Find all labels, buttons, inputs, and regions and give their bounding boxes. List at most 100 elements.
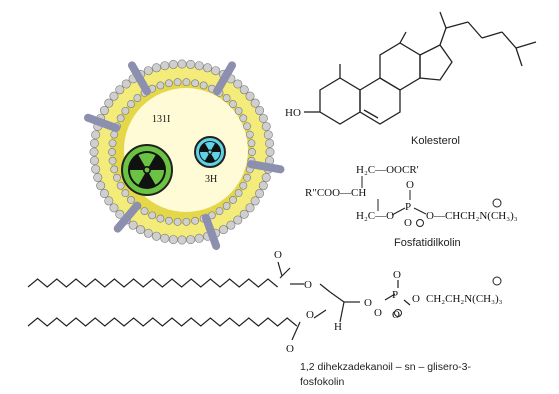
membrane-protein	[246, 160, 285, 174]
lipid-head	[116, 181, 125, 190]
lipid-head	[229, 100, 237, 108]
lipid-head	[109, 203, 119, 213]
lipid-head	[186, 59, 196, 69]
lipid-head	[250, 98, 260, 108]
lipid-head	[108, 156, 117, 165]
lipid-head	[245, 91, 255, 101]
lipid-head	[136, 225, 146, 235]
lipid-head	[222, 94, 231, 102]
phosphatidylcholine-structure: H₂C—OOCR' R"COO—CH H₂C—O P O O O—CHCH₂N(…	[305, 164, 518, 229]
lipid-head	[116, 114, 125, 123]
cholesterol-name: Kolesterol	[411, 135, 460, 147]
svg-text:P: P	[405, 201, 411, 213]
lipid-head	[91, 130, 101, 140]
lipid-head	[247, 139, 256, 148]
membrane-protein	[128, 61, 151, 96]
lipid-head	[182, 217, 191, 226]
lipid-head	[140, 207, 149, 216]
lipid-head	[255, 188, 265, 198]
lipid-head	[128, 220, 138, 230]
lipid-head	[168, 59, 178, 69]
lipid-head	[218, 225, 228, 235]
lipid-head	[151, 231, 161, 241]
lipid-head	[203, 63, 213, 73]
svg-text:O: O	[374, 307, 382, 319]
lipid-head	[239, 114, 248, 123]
lipid-head	[243, 122, 251, 131]
svg-text:O: O	[274, 249, 282, 261]
membrane-protein	[113, 201, 142, 233]
membrane-proteins	[84, 61, 285, 250]
lipid-head	[194, 233, 204, 243]
lipid-head	[113, 173, 121, 182]
trefoil-blade	[138, 153, 156, 167]
lipid-head	[115, 85, 125, 95]
lipid-head	[148, 211, 157, 220]
membrane-protein	[201, 213, 221, 250]
lipid-head	[108, 148, 116, 156]
dhpc-name-line2: fosfokolin	[300, 376, 345, 388]
lipid-head	[182, 78, 191, 87]
lipid-head	[234, 189, 243, 198]
membrane-protein	[84, 113, 121, 133]
lipid-head	[93, 173, 103, 183]
svg-text:O: O	[304, 279, 312, 291]
trefoil-blade	[149, 170, 164, 185]
lipid-head	[99, 106, 109, 116]
lipid-head	[156, 81, 165, 90]
lipid-head	[160, 61, 170, 71]
dhpc-name-line1: 1,2 dihekzadekanoil – sn – glisero-3-	[300, 361, 472, 373]
cholesterol-structure	[304, 11, 537, 125]
svg-text:O: O	[412, 293, 420, 305]
lipid-head	[89, 156, 99, 166]
lipid-head	[108, 139, 117, 148]
svg-text:O: O	[286, 343, 294, 355]
lipid-head	[104, 196, 114, 206]
trefoil-blade	[205, 142, 215, 150]
lipid-head	[261, 121, 271, 131]
svg-text:O: O	[393, 269, 401, 281]
lipid-head	[127, 100, 135, 108]
lipid-head	[265, 138, 275, 148]
lipid-head	[229, 196, 237, 204]
lipid-head	[127, 196, 135, 204]
lipid-head	[226, 220, 236, 230]
lipid-head	[121, 189, 130, 198]
lipid-head	[164, 79, 173, 88]
lipid-head	[151, 63, 161, 73]
svg-text:H₂C—O: H₂C—O	[356, 210, 394, 222]
lipid-head	[248, 148, 256, 156]
trefoil-blade	[130, 170, 145, 185]
svg-text:O: O	[392, 309, 400, 321]
cholesterol-ho-label: HO	[285, 107, 301, 119]
lipid-head	[168, 235, 178, 245]
lipid-head	[143, 228, 153, 238]
lipid-head	[263, 130, 273, 140]
lipid-head	[233, 215, 243, 225]
svg-text:P: P	[392, 289, 398, 301]
trefoil-blade	[200, 152, 209, 161]
lipid-head	[234, 106, 243, 115]
lipid-head	[191, 79, 200, 88]
lipid-head	[211, 66, 221, 76]
svg-text:O—CHCH₂N(CH₃)₃: O—CHCH₂N(CH₃)₃	[426, 210, 518, 222]
lipid-head	[239, 209, 249, 219]
svg-text:O: O	[306, 309, 314, 321]
lipid-head	[164, 216, 173, 225]
svg-text:R"COO—CH: R"COO—CH	[305, 187, 366, 199]
lipid-head	[177, 59, 187, 69]
lipid-head	[104, 98, 114, 108]
svg-text:O: O	[404, 217, 412, 229]
lipid-head	[243, 173, 251, 182]
lipid-head	[222, 202, 231, 210]
lipid-head	[245, 130, 254, 139]
svg-text:H: H	[334, 321, 342, 333]
lipid-head	[258, 181, 268, 191]
lipid-head	[91, 164, 101, 174]
dhpc-atoms: O O O O H O P O O O O CH₂CH₂N(CH₃)₃	[274, 249, 503, 355]
lipid-head	[115, 209, 125, 219]
lipid-head	[239, 181, 248, 190]
lipid-head	[99, 188, 109, 198]
trefoil-blade	[211, 152, 220, 161]
lipid-head	[255, 106, 265, 116]
